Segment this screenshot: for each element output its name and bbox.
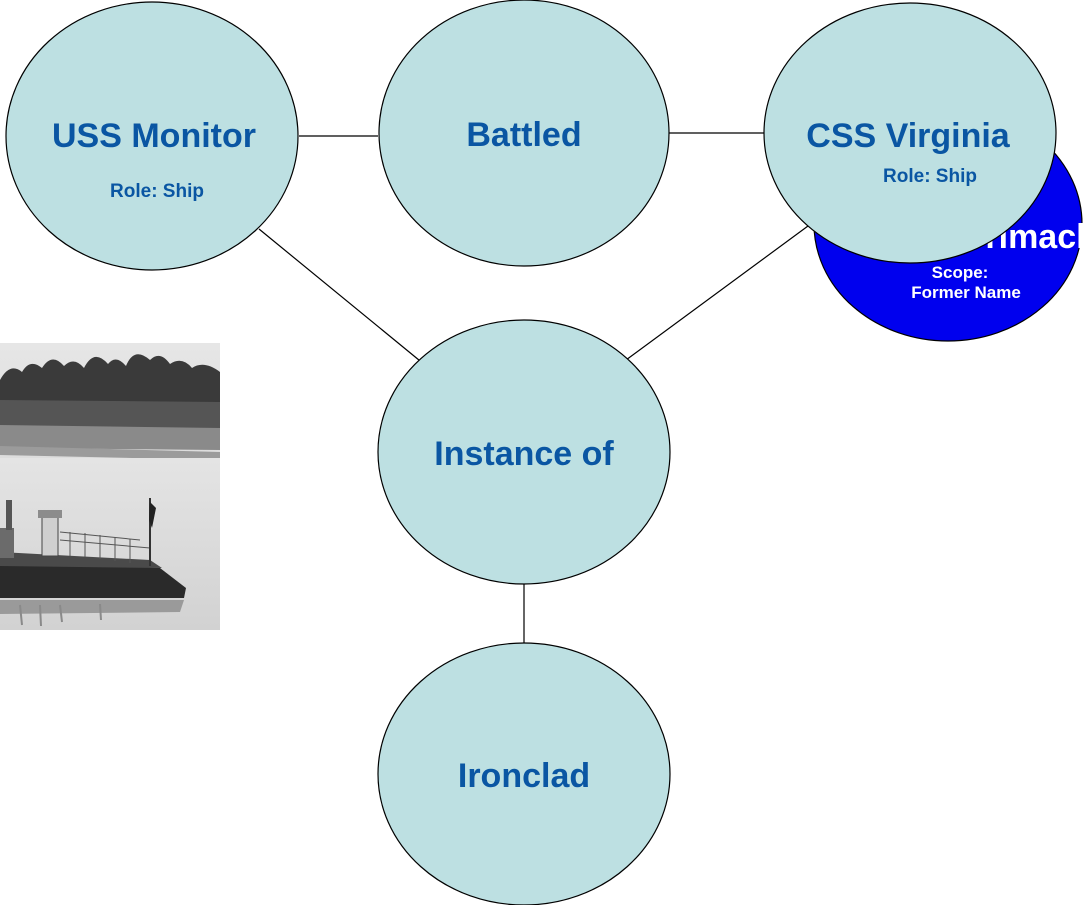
css-virginia-role: Role: Ship (883, 166, 977, 187)
battled-title: Battled (466, 116, 581, 154)
edge-monitor-instance (258, 228, 426, 366)
merrimack-scope-value: Former Name (911, 283, 1021, 302)
uss-monitor-title: USS Monitor (52, 117, 256, 155)
ironclad-title: Ironclad (458, 757, 590, 795)
node-uss-monitor[interactable]: USS Monitor Role: Ship (5, 1, 299, 271)
node-css-virginia[interactable]: CSS Virginia Role: Ship (763, 2, 1057, 264)
edge-virginia-instance (625, 225, 809, 361)
uss-monitor-role: Role: Ship (110, 181, 204, 202)
merrimack-scope-label: Scope: (932, 263, 989, 282)
node-battled[interactable]: Battled (378, 0, 670, 267)
ironclad-photo (0, 343, 220, 630)
instance-of-title: Instance of (434, 435, 614, 473)
node-instance-of[interactable]: Instance of (377, 319, 671, 585)
edges (258, 132, 809, 668)
node-ironclad[interactable]: Ironclad (377, 642, 671, 905)
css-virginia-title: CSS Virginia (806, 117, 1011, 155)
